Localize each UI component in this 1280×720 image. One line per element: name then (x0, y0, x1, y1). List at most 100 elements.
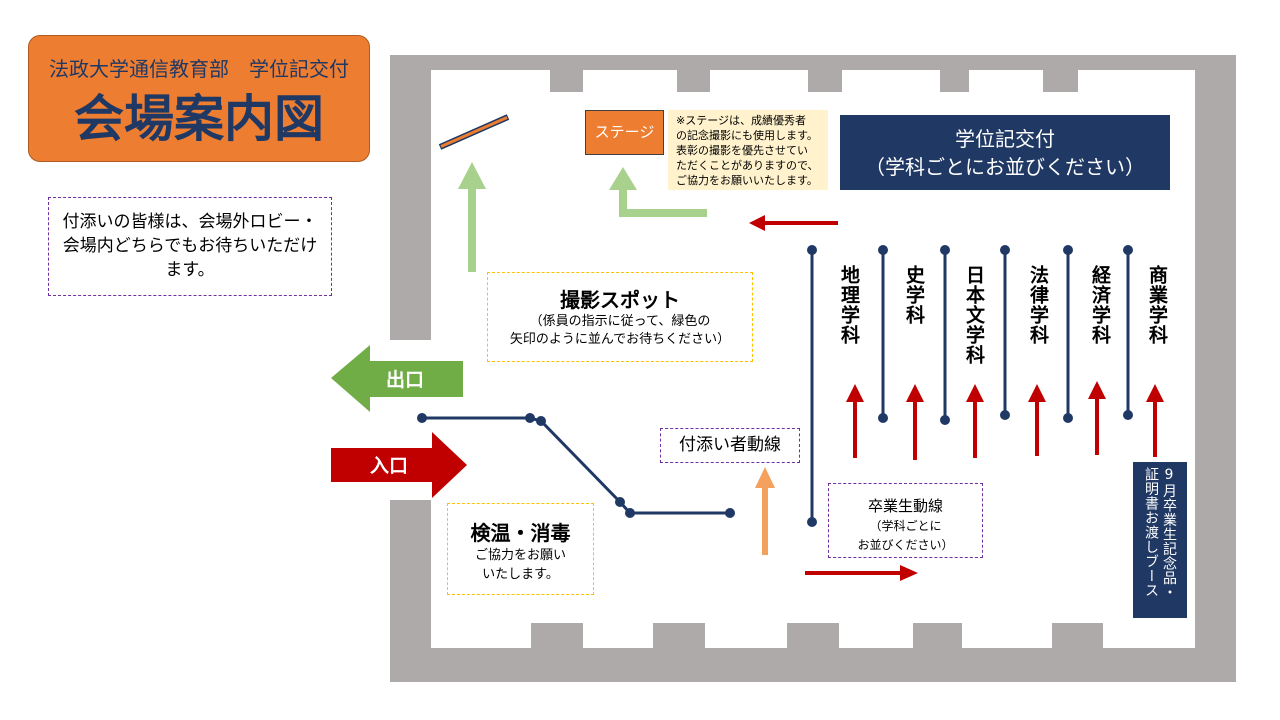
graduate-route-line: （学科ごとに (869, 519, 942, 533)
walls (390, 55, 1236, 682)
degree-conferment-area: 学位記交付 （学科ごとにお並びください） (840, 115, 1170, 190)
arrow-shaft (1035, 400, 1039, 456)
arrow-head (609, 167, 637, 190)
arrow-shaft (619, 189, 627, 217)
line-dot (725, 508, 735, 518)
exit-arrow (331, 345, 463, 412)
stage-note-line: ただくことがありますので、 (676, 159, 819, 172)
pillar (677, 70, 710, 92)
arrow-shaft (619, 209, 707, 217)
booth-label-line: 9月卒業生記念品・ (1161, 467, 1177, 600)
conferment-title: 学位記交付 (955, 127, 1055, 151)
green-queue-arrow-vertical (458, 162, 486, 272)
stage-note-line: の記念撮影にも使用します。 (676, 129, 818, 142)
stage-note-line: ご協力をお願いいたします。 (676, 174, 818, 187)
note-line: ます。 (165, 260, 215, 280)
pillar (550, 70, 583, 92)
line-dot (525, 413, 535, 423)
arrow-shaft (468, 188, 476, 272)
department-label-history: 史学科 (903, 265, 925, 325)
pillar (531, 623, 583, 648)
companion-waiting-note: 付添いの皆様は、会場外ロビー・ 会場内どちらでもお待ちいただけ ます。 (48, 197, 332, 296)
arrow-head (900, 565, 918, 581)
arrow-shaft (973, 400, 977, 458)
entrance-label: 入口 (369, 455, 408, 477)
arrow-shaft (1095, 397, 1099, 455)
companion-route-arrow (755, 467, 775, 555)
line-dot (1000, 245, 1010, 255)
right-wall (1195, 55, 1236, 682)
arrow-head (846, 384, 864, 402)
arrow-head (749, 215, 765, 231)
photo-spot: 撮影スポット （係員の指示に従って、緑色の 矢印のように並んでお待ちください） (487, 272, 753, 362)
photo-spot-title: 撮影スポット (560, 288, 680, 312)
department-label-economics: 経済学科 (1089, 265, 1111, 345)
arrow-left-to-stage (749, 215, 838, 231)
pillar (787, 623, 839, 648)
bottom-wall (390, 648, 1236, 682)
arrow-head (1088, 381, 1106, 399)
queue-partitions (807, 245, 1133, 527)
entrance-arrow (331, 432, 467, 498)
department-label-japanese-literature: 日本文学科 (963, 265, 985, 365)
exit-label: 出口 (385, 369, 424, 391)
photo-spot-line: 矢印のように並んでお待ちください） (509, 332, 731, 347)
line-dot (1063, 413, 1073, 423)
photo-spot-line: （係員の指示に従って、緑色の (529, 314, 711, 329)
page-title: 会場案内図 (74, 90, 324, 148)
booth-label-line: 証明書お渡しブース (1143, 467, 1159, 598)
arrow-head (966, 384, 984, 402)
graduate-route-label: 卒業生動線 （学科ごとに お並びください） (828, 483, 983, 558)
left-wall-lower (390, 500, 431, 682)
health-check-title: 検温・消毒 (470, 521, 571, 545)
arrow-shaft (805, 571, 902, 575)
arrow-head (458, 162, 486, 189)
stage-note-line: 表彰の撮影を優先させてい (676, 144, 808, 157)
companion-route-label: 付添い者動線 (660, 428, 800, 463)
pillar (808, 70, 842, 92)
arrow-head (1028, 384, 1046, 402)
arrow-shaft (1153, 400, 1157, 457)
left-wall-upper (390, 55, 431, 340)
line-dot (878, 245, 888, 255)
line-dot (940, 415, 950, 425)
arrow-head (1146, 384, 1164, 402)
department-up-arrows (846, 381, 1164, 460)
line-dot (536, 416, 546, 426)
arrow-head (906, 384, 924, 402)
green-queue-arrow-bent (609, 167, 707, 217)
line-dot (1123, 410, 1133, 420)
pillar (913, 623, 962, 648)
department-label-commerce: 商業学科 (1146, 265, 1168, 345)
graduate-route-line: お並びください） (857, 538, 954, 552)
line-dot (807, 517, 817, 527)
note-line: 会場内どちらでもお待ちいただけ (62, 236, 318, 256)
pillar (1052, 623, 1103, 648)
title-box: 法政大学通信教育部 学位記交付 会場案内図 (28, 35, 370, 162)
diagonal-bar (438, 114, 510, 150)
line-dot (878, 413, 888, 423)
diagonal-bar-fill (440, 116, 508, 148)
arrow-shaft (913, 400, 917, 460)
graduate-route-title: 卒業生動線 (867, 497, 943, 515)
entry-queue-line (417, 413, 735, 518)
stage-note-line: ※ステージは、成績優秀者 (676, 114, 806, 127)
note-line: 付添いの皆様は、会場外ロビー・ (62, 212, 318, 232)
line-dot (625, 508, 635, 518)
line-dot (807, 245, 817, 255)
line-dot (940, 245, 950, 255)
stage-note: ※ステージは、成績優秀者 の記念撮影にも使用します。 表彰の撮影を優先させてい … (668, 110, 828, 190)
temperature-check-area: 検温・消毒 ご協力をお願い いたします。 (447, 503, 594, 595)
conferment-subtitle: （学科ごとにお並びください） (865, 155, 1145, 179)
department-label-geography: 地理学科 (838, 265, 860, 345)
pillar (1043, 70, 1078, 92)
line-dot (615, 497, 625, 507)
arrow-shaft (853, 400, 857, 458)
pillar (653, 623, 705, 648)
line-dot (417, 413, 427, 423)
graduate-route-arrow (805, 565, 918, 581)
department-label-law: 法律学科 (1027, 265, 1049, 345)
health-check-line: ご協力をお願い (474, 548, 566, 563)
